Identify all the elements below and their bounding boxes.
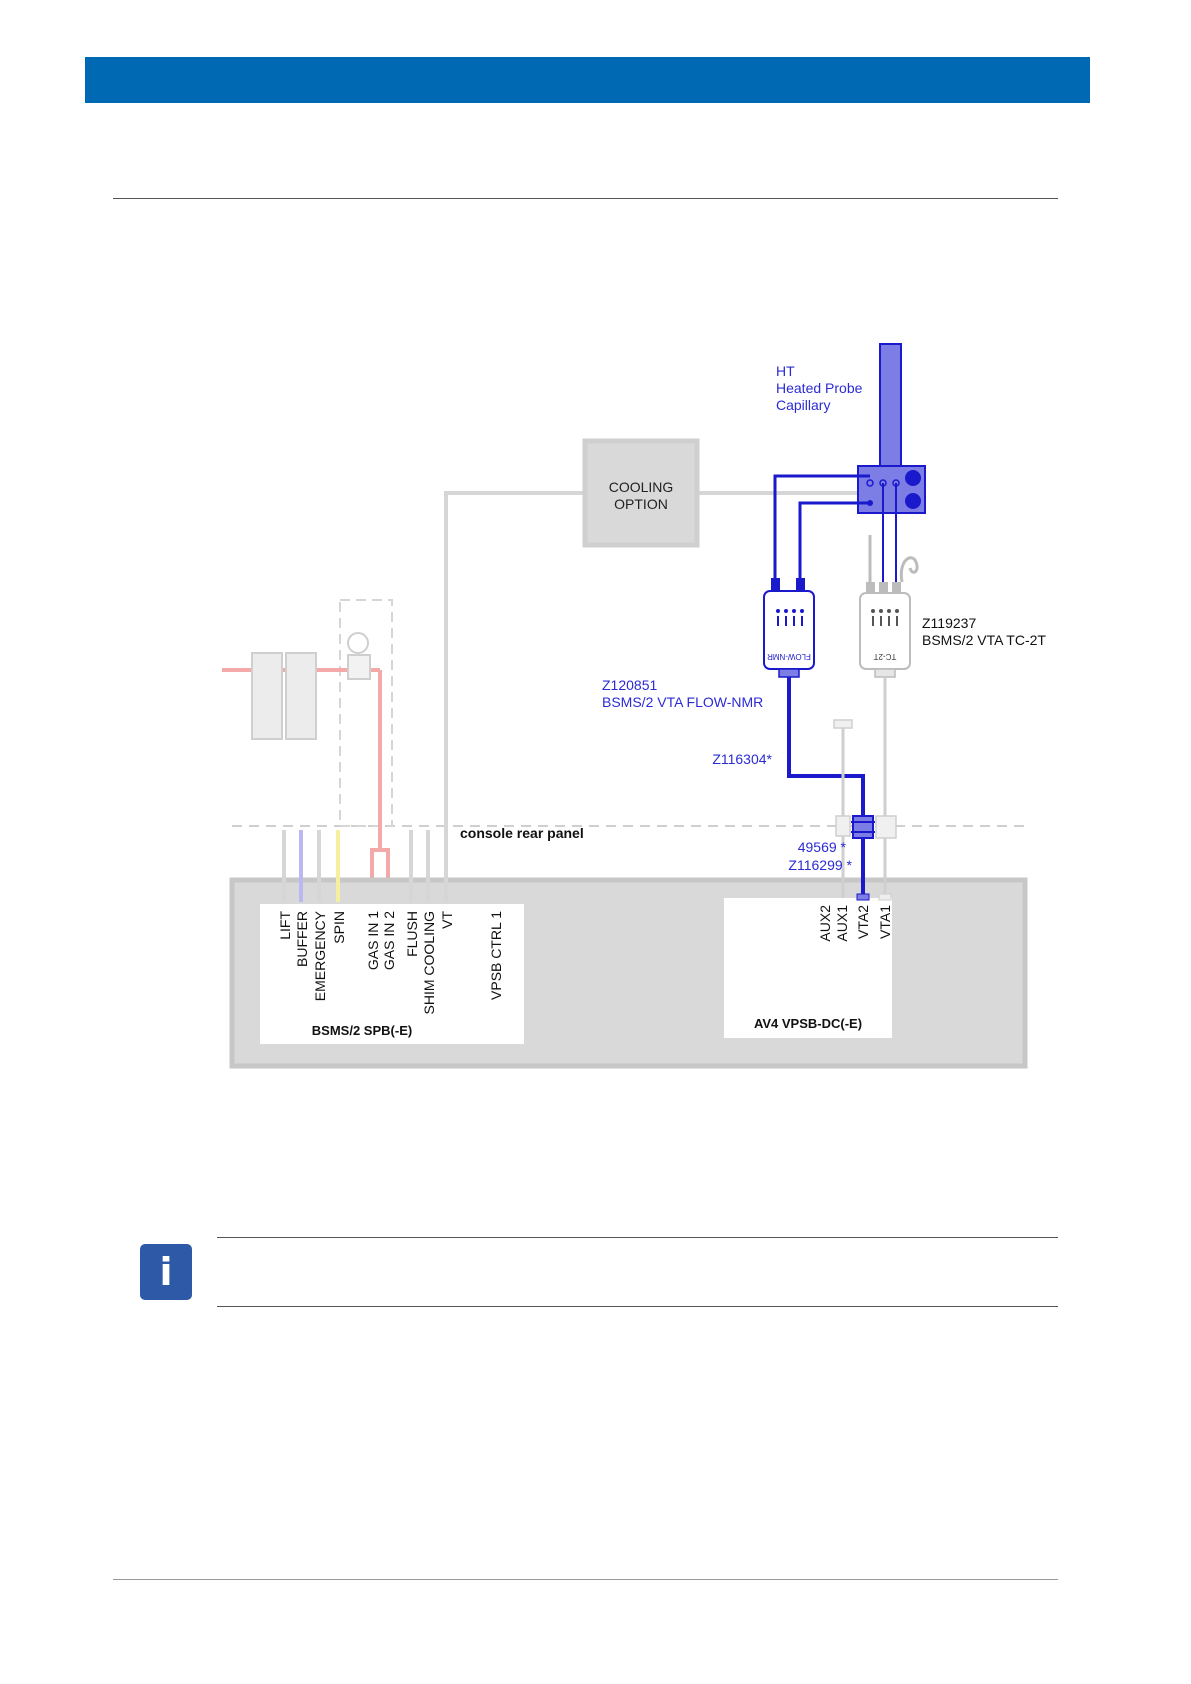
cable-49569-label: 49569 *: [798, 839, 847, 855]
cooling-option-label-2: OPTION: [614, 496, 668, 512]
tc2t-thermocouple: [901, 558, 917, 582]
flow-nmr-connector: [779, 669, 799, 677]
spb-label-spin: SPIN: [331, 911, 347, 944]
blue-line-probe-flow-2: [800, 503, 870, 585]
vpsb-label-aux2: AUX2: [817, 905, 833, 942]
vpsb-label-vta1: VTA1: [877, 905, 893, 939]
flow-nmr-plug-2: [796, 578, 805, 592]
info-bottom-rule: [217, 1306, 1058, 1307]
spb-label-buffer: BUFFER: [294, 911, 310, 967]
vpsb-label-aux1: AUX1: [834, 905, 850, 942]
flow-nmr-part-number: Z120851: [602, 677, 657, 693]
spb-label-lift: LIFT: [277, 911, 293, 940]
feedthrough-aux: [836, 816, 850, 836]
vpsb-title: AV4 VPSB-DC(-E): [754, 1016, 862, 1031]
info-top-rule: [217, 1237, 1058, 1238]
vpsb-label-vta2: VTA2: [855, 905, 871, 939]
feedthrough-vta2: [853, 816, 873, 838]
spb-label-gas-in-2: GAS IN 2: [381, 911, 397, 970]
spb-label-flush: FLUSH: [404, 911, 420, 957]
faded-regulator: [348, 655, 370, 679]
tc2t-connector: [875, 669, 895, 677]
tc2t-part-number: Z119237: [922, 615, 976, 631]
feedthrough-vta1: [876, 816, 896, 838]
faded-pressure-gauge: [348, 633, 368, 653]
flow-nmr-plug-1: [771, 578, 780, 592]
faded-dashed-box: [340, 600, 392, 826]
ht-capillary: [880, 344, 901, 466]
faded-filter-2: [286, 653, 316, 739]
flow-nmr-name: BSMS/2 VTA FLOW-NMR: [602, 694, 763, 710]
ht-label-3: Capillary: [776, 397, 830, 413]
faded-filter-1: [252, 653, 282, 739]
cable-z116304-label: Z116304*: [712, 751, 772, 767]
footer-rule: [113, 1579, 1058, 1580]
tc2t-name: BSMS/2 VTA TC-2T: [922, 632, 1046, 648]
cable-z116299-label: Z116299 *: [788, 857, 852, 873]
gray-cable-plug: [834, 720, 852, 728]
ht-label-1: HT: [776, 363, 795, 379]
ht-label-2: Heated Probe: [776, 380, 863, 396]
spb-title: BSMS/2 SPB(-E): [312, 1023, 412, 1038]
faded-gas-drop: [372, 670, 380, 902]
spb-label-gas-in-1: GAS IN 1: [365, 911, 381, 970]
vta2-socket: [857, 894, 869, 900]
cooling-option-label-1: COOLING: [609, 479, 674, 495]
probe-port-2: [905, 493, 921, 509]
flow-nmr-device-label: FLOW-NMR: [767, 652, 811, 661]
info-icon: i: [140, 1244, 192, 1300]
spb-label-emergency: EMERGENCY: [312, 910, 328, 1001]
vta1-socket: [879, 894, 891, 900]
console-rear-panel-label: console rear panel: [460, 825, 584, 841]
spb-label-shim-cooling: SHIM COOLING: [421, 911, 437, 1014]
tc2t-device-label: TC-2T: [874, 652, 897, 661]
spb-label-vt: VT: [439, 911, 455, 929]
probe-port-1: [905, 470, 921, 486]
spb-label-vpsb-ctrl-1: VPSB CTRL 1: [488, 911, 504, 1000]
